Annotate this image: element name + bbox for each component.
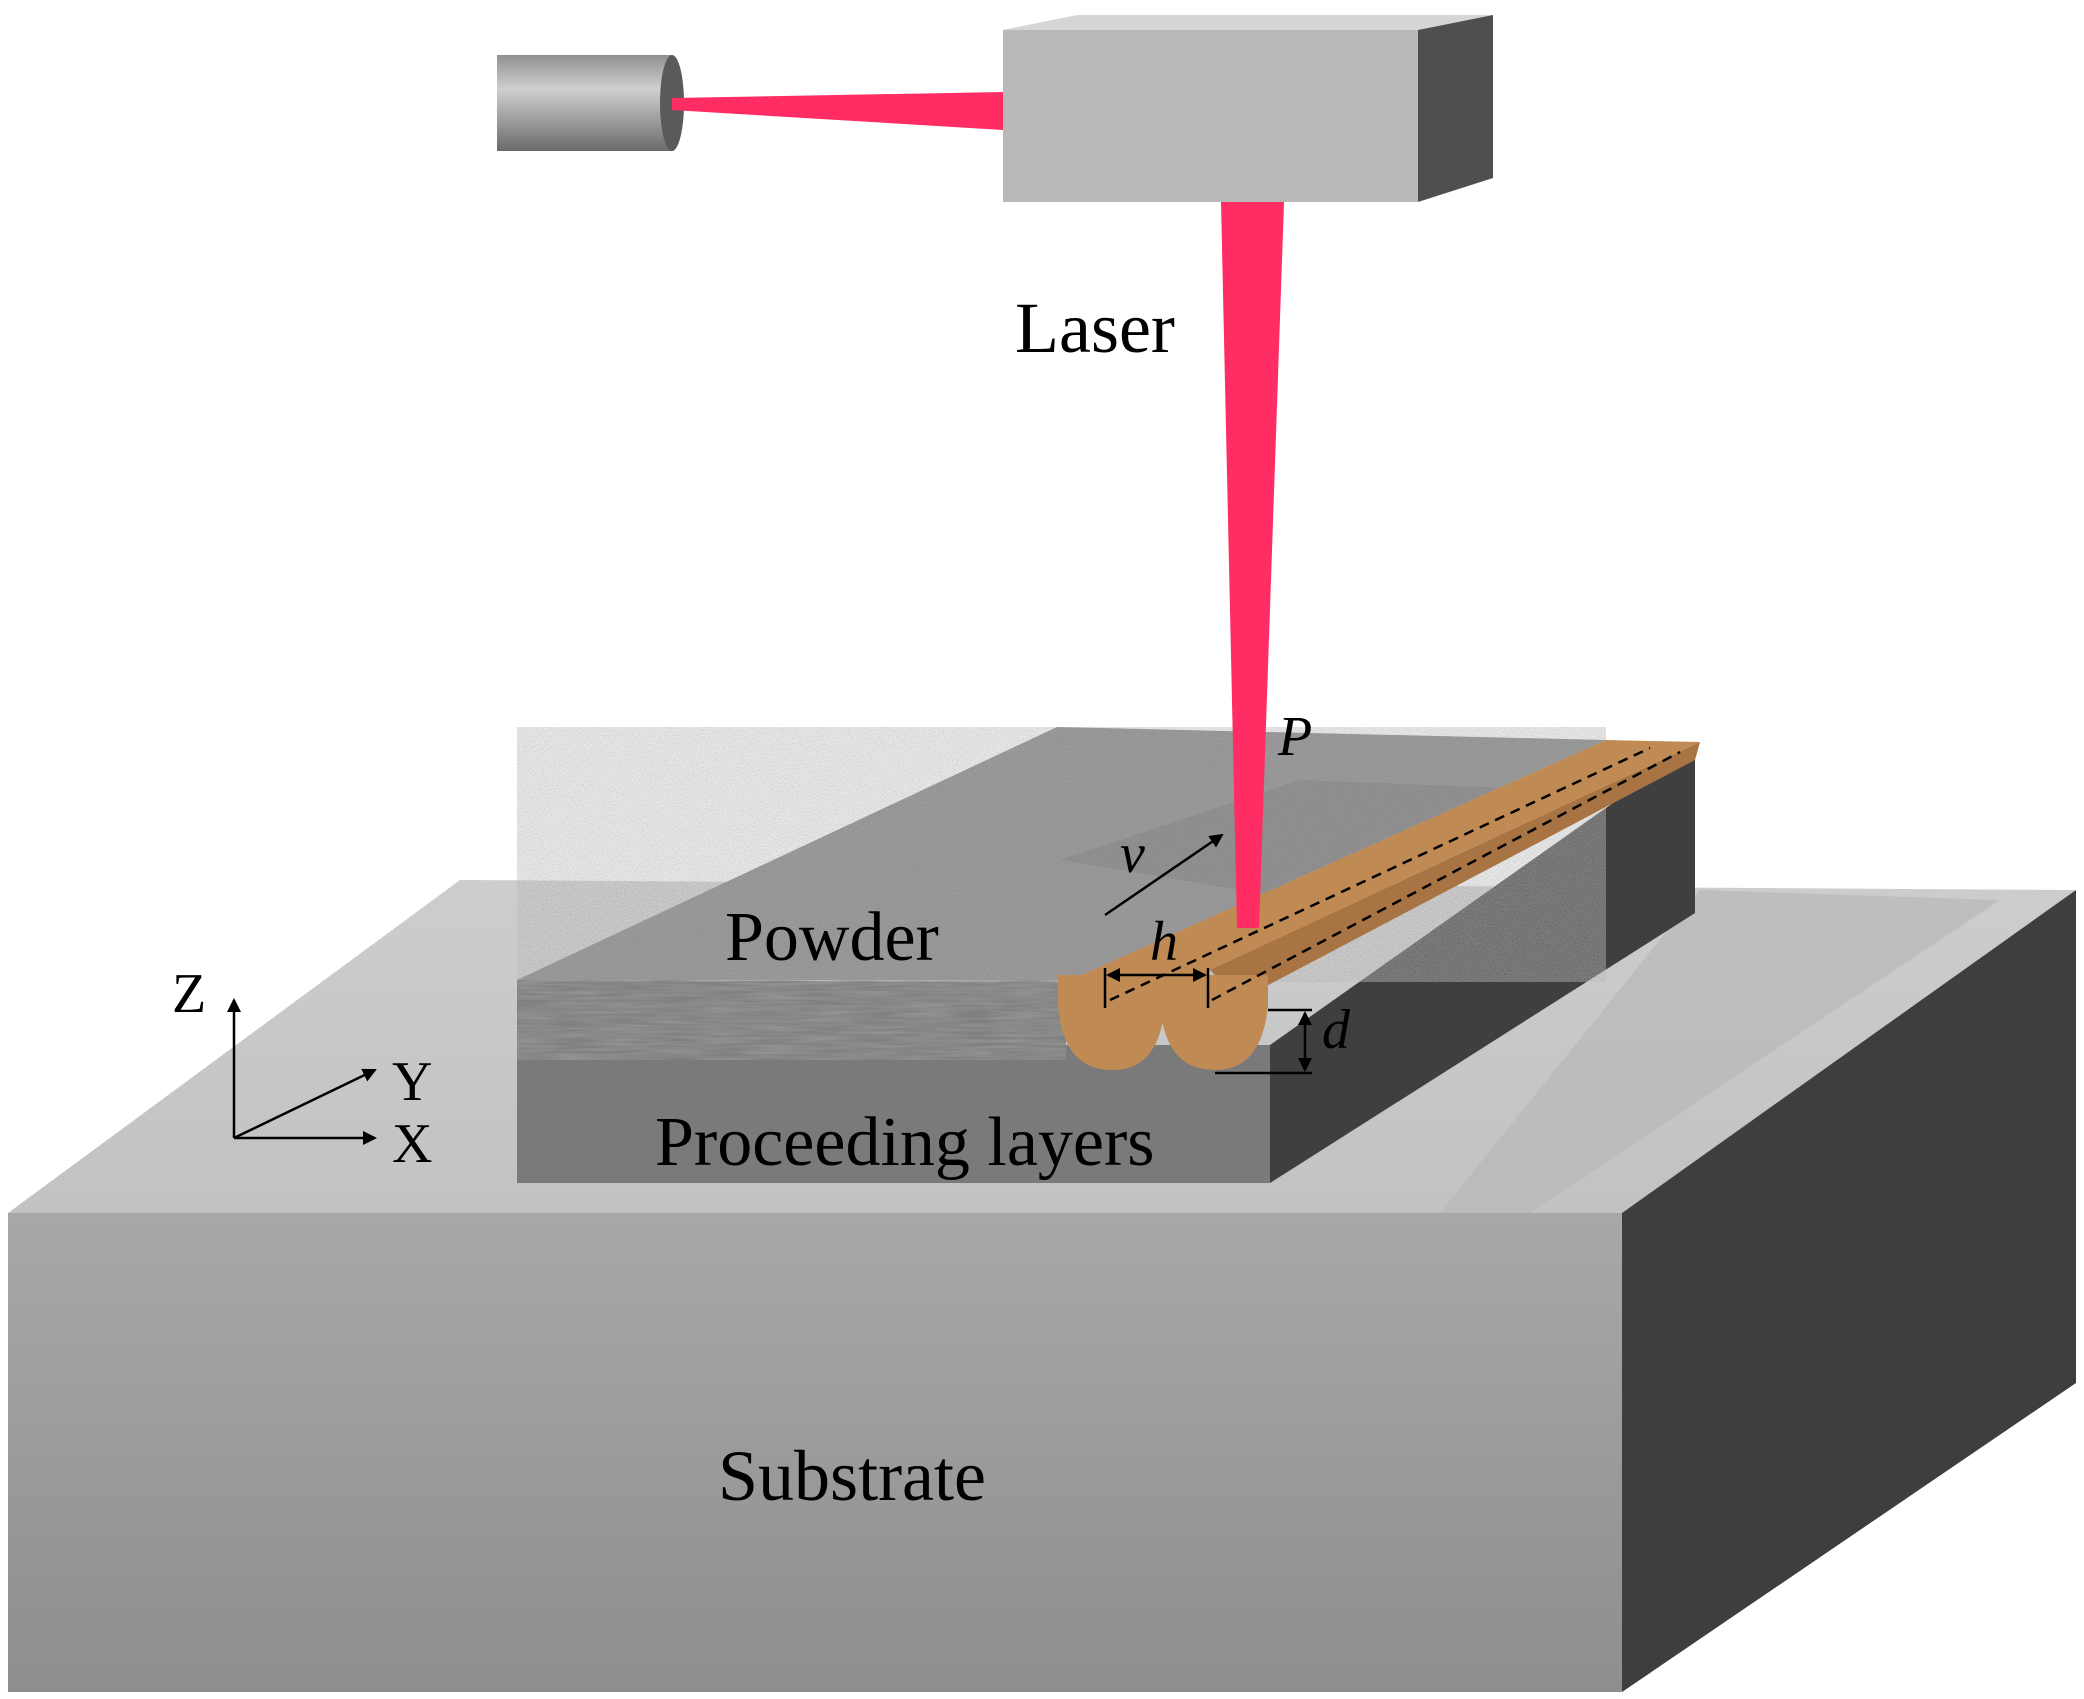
hatch-label: h: [1150, 911, 1178, 973]
melt-cross-section-2: [1160, 1005, 1268, 1070]
powder-layer: [517, 727, 1606, 1060]
scanner-box-front: [1003, 30, 1418, 202]
layers-side-face: [1270, 745, 1695, 1183]
melt-cross-section-1: [1058, 1005, 1165, 1070]
laser-beam-horizontal: [672, 92, 1003, 130]
substrate-label: Substrate: [718, 1436, 986, 1516]
powder-label: Powder: [725, 899, 939, 976]
melt-cross-section-cap: [1058, 975, 1268, 1007]
track-centerline-2: [1211, 750, 1681, 1002]
melt-track-top: [1066, 740, 1700, 1010]
depth-label: d: [1322, 999, 1351, 1061]
power-label: P: [1277, 706, 1312, 768]
laser-source: [497, 15, 1493, 928]
velocity-label: v: [1120, 823, 1145, 885]
substrate-shadow: [1440, 890, 2000, 1213]
substrate-side-face: [1622, 890, 2076, 1692]
scanner-box-top: [1003, 15, 1493, 30]
track-centerline-1: [1109, 746, 1651, 1002]
laser-beam-vertical: [1221, 202, 1284, 928]
laser-label: Laser: [1015, 288, 1175, 368]
proceeding-layers-block: [517, 745, 1695, 1183]
y-axis-arrow: [233, 1068, 377, 1140]
y-axis-label: Y: [392, 1051, 432, 1113]
laser-emitter-cylinder: [497, 55, 672, 151]
proceeding-layers-label: Proceeding layers: [655, 1104, 1155, 1181]
melt-tracks: [1058, 740, 1700, 1070]
layers-front-face: [517, 1045, 1270, 1183]
annotations: [1103, 833, 1312, 1075]
x-axis-label: X: [392, 1113, 432, 1175]
powder-top-face: [517, 727, 1606, 982]
z-axis-label: Z: [172, 963, 206, 1025]
velocity-arrow: [1104, 833, 1224, 917]
axis-triad: Z Y X: [172, 963, 432, 1175]
powder-front-face: [517, 980, 1066, 1060]
substrate-front-face: [8, 1213, 1622, 1692]
scanner-box-side: [1418, 15, 1493, 202]
powder-scan-area: [1060, 780, 1560, 900]
